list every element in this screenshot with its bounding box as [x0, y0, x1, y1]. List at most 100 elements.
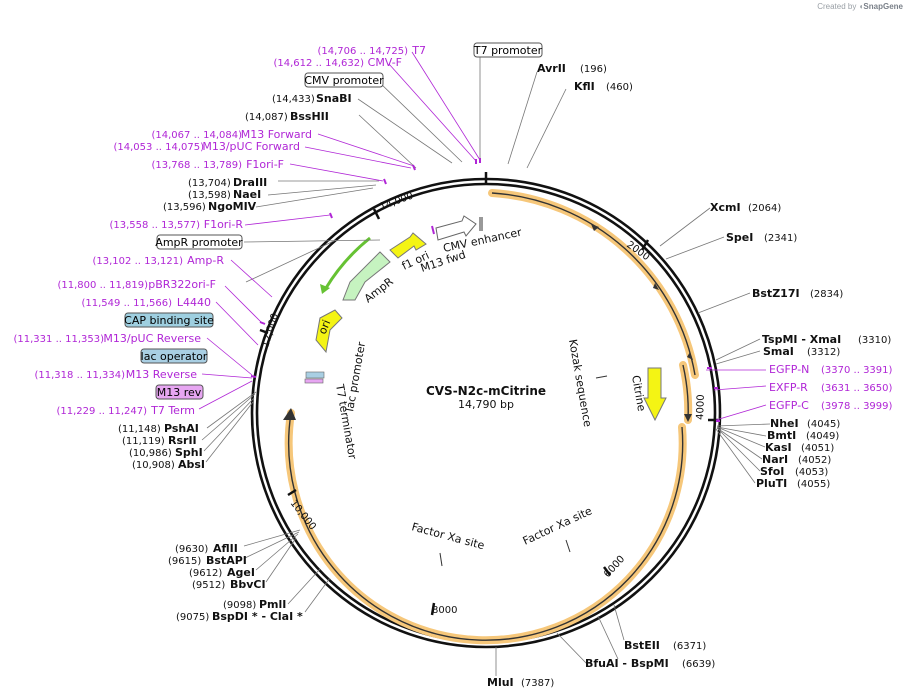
enzyme-tspmi-xmai[interactable]: TspMI - XmaI(3310) [762, 333, 891, 346]
primer-t7-term[interactable]: (11,229 .. 11,247)T7 Term [57, 404, 196, 417]
box-lac-operator[interactable]: lac operator [140, 348, 208, 364]
enzyme-naei[interactable]: (13,598)NaeI [188, 188, 261, 201]
primer-egfp-n-pos: (3370 .. 3391) [821, 365, 893, 376]
box-cap-binding-site[interactable]: CAP binding site [124, 312, 214, 328]
enzyme-pluti[interactable]: PluTI(4055) [756, 477, 830, 490]
enzyme-sphi[interactable]: (10,986)SphI [129, 446, 203, 459]
enzyme-snabi-pos: (14,433) [272, 94, 315, 105]
tick-label-10000: 10,000 [288, 498, 318, 532]
primer-t7[interactable]: (14,706 .. 14,725)T7 [318, 44, 427, 57]
primer-m13-reverse[interactable]: (11,318 .. 11,334)M13 Reverse [35, 368, 198, 381]
enzyme-bstz17i-pos: (2834) [810, 289, 843, 300]
enzyme-bstz17i[interactable]: BstZ17I(2834) [752, 287, 843, 300]
enzyme-agei[interactable]: (9612)AgeI [189, 566, 255, 579]
enzyme-bfuai-bspmi-pos: (6639) [682, 659, 715, 670]
cmv-enhancer-feature[interactable] [435, 215, 477, 241]
enzyme-bspdi-clai[interactable]: (9075)BspDI * - ClaI * [176, 610, 303, 623]
kozak-sequence-label: Kozak sequence [566, 338, 594, 428]
primer-leader-lines [198, 51, 767, 421]
f1-ori-feature[interactable] [389, 232, 427, 259]
primer-pbr322ori-f[interactable]: (11,800 .. 11,819)pBR322ori-F [58, 278, 217, 291]
enzyme-pmli[interactable]: (9098)PmlI [223, 598, 286, 611]
citrine-label: Citrine [629, 374, 648, 412]
enzyme-bsteii[interactable]: BstEII(6371) [624, 639, 706, 652]
ori-feature[interactable] [315, 309, 343, 354]
enzyme-bmti-pos: (4049) [806, 431, 839, 442]
m13-rev-feature [304, 378, 324, 384]
enzyme-bstapi[interactable]: (9615)BstAPI [168, 554, 247, 567]
plasmid-length: 14,790 bp [458, 398, 514, 411]
box-t7-promoter[interactable]: T7 promoter [473, 42, 543, 58]
enzyme-nhei-name: NheI [770, 417, 799, 430]
enzyme-absi-name: AbsI [178, 458, 205, 471]
enzyme-avrii[interactable]: AvrII(196) [537, 62, 607, 75]
enzyme-sfoi[interactable]: SfoI(4053) [760, 465, 828, 478]
plasmid-name: CVS-N2c-mCitrine [426, 384, 546, 398]
enzyme-spei-pos: (2341) [764, 233, 797, 244]
primer-l4440[interactable]: (11,549 .. 11,566)L4440 [82, 296, 212, 309]
tick-marks [259, 172, 718, 616]
primer-egfp-n[interactable]: EGFP-N(3370 .. 3391) [769, 363, 893, 376]
enzyme-bspdi-clai-name: BspDI * - ClaI * [212, 610, 303, 623]
citrine-feature[interactable] [643, 367, 667, 422]
box-lac-operator-text: lac operator [141, 350, 208, 363]
enzyme-nari[interactable]: NarI(4052) [762, 453, 831, 466]
enzyme-bsshii[interactable]: (14,087)BssHII [245, 110, 329, 123]
box-m13-rev[interactable]: M13 rev [155, 384, 204, 400]
primer-f1ori-f[interactable]: (13,768 .. 13,789)F1ori-F [152, 158, 285, 171]
ampr-feature[interactable] [342, 251, 391, 301]
enzyme-ngomiv[interactable]: (13,596)NgoMIV [163, 200, 257, 213]
primer-cmv-f[interactable]: (14,612 .. 14,632)CMV-F [274, 56, 403, 69]
enzyme-absi[interactable]: (10,908)AbsI [132, 458, 205, 471]
primer-cmv-f-name: CMV-F [368, 56, 402, 69]
primer-m13-puc-reverse[interactable]: (11,331 .. 11,353)M13/pUC Reverse [14, 332, 202, 345]
enzyme-kasi-name: KasI [765, 441, 792, 454]
enzyme-bbvci-pos: (9512) [192, 580, 225, 591]
primer-exfp-r[interactable]: EXFP-R(3631 .. 3650) [769, 381, 893, 394]
primer-amp-r[interactable]: (13,102 .. 13,121)Amp-R [93, 254, 225, 267]
enzyme-bfuai-bspmi[interactable]: BfuAI - BspMI(6639) [585, 657, 715, 670]
enzyme-ngomiv-name: NgoMIV [208, 200, 257, 213]
primer-f1ori-f-name: F1ori-F [246, 158, 284, 171]
primer-l4440-pos: (11,549 .. 11,566) [82, 298, 173, 309]
enzyme-aflii[interactable]: (9630)AflII [175, 542, 238, 555]
primer-t7-term-name: T7 Term [150, 404, 195, 417]
brand-prefix: Created by [817, 2, 857, 11]
enzyme-smai[interactable]: SmaI(3312) [763, 345, 840, 358]
enzyme-rsrii-pos: (11,119) [122, 436, 165, 447]
box-cmv-promoter[interactable]: CMV promoter [304, 72, 384, 88]
enzyme-spei[interactable]: SpeI(2341) [726, 231, 797, 244]
enzyme-rsrii[interactable]: (11,119)RsrII [122, 434, 197, 447]
primer-egfp-c[interactable]: EGFP-C(3978 .. 3999) [769, 399, 893, 412]
enzyme-pmli-pos: (9098) [223, 600, 256, 611]
enzyme-smai-pos: (3312) [807, 347, 840, 358]
enzyme-pshai[interactable]: (11,148)PshAI [118, 422, 199, 435]
enzyme-xcmi[interactable]: XcmI(2064) [710, 201, 781, 214]
enzyme-sfoi-pos: (4053) [795, 467, 828, 478]
enzyme-mlui[interactable]: MluI(7387) [487, 676, 554, 689]
enzyme-naei-pos: (13,598) [188, 190, 231, 201]
enzyme-ngomiv-pos: (13,596) [163, 202, 206, 213]
enzyme-draiii[interactable]: (13,704)DraIII [188, 176, 267, 189]
enzyme-kfli[interactable]: KflI(460) [574, 80, 633, 93]
primer-pbr322ori-f-pos: (11,800 .. 11,819) [58, 280, 149, 291]
box-ampr-promoter[interactable]: AmpR promoter [155, 234, 243, 250]
enzyme-kasi-pos: (4051) [801, 443, 834, 454]
primer-pbr322ori-f-name: pBR322ori-F [148, 278, 216, 291]
primer-m13-reverse-pos: (11,318 .. 11,334) [35, 370, 126, 381]
enzyme-snabi[interactable]: (14,433)SnaBI [272, 92, 352, 105]
brand-name: SnapGene [863, 2, 903, 11]
primer-m13-puc-reverse-pos: (11,331 .. 11,353) [14, 334, 105, 345]
enzyme-bmti[interactable]: BmtI(4049) [767, 429, 839, 442]
primer-m13-puc-forward[interactable]: (14,053 .. 14,075)M13/pUC Forward [114, 140, 301, 153]
snapgene-logo-icon: ◖ [858, 2, 864, 11]
primer-f1ori-r[interactable]: (13,558 .. 13,577)F1ori-R [110, 218, 244, 231]
enzyme-nhei[interactable]: NheI(4045) [770, 417, 840, 430]
enzyme-bbvci[interactable]: (9512)BbvCI [192, 578, 266, 591]
enzyme-pshai-name: PshAI [164, 422, 199, 435]
primer-m13-forward[interactable]: (14,067 .. 14,084)M13 Forward [152, 128, 313, 141]
enzyme-kasi[interactable]: KasI (4051) [765, 441, 834, 454]
primer-m13-puc-forward-name: M13/pUC Forward [202, 140, 300, 153]
enzyme-absi-pos: (10,908) [132, 460, 175, 471]
primer-t7-pos: (14,706 .. 14,725) [318, 46, 409, 57]
